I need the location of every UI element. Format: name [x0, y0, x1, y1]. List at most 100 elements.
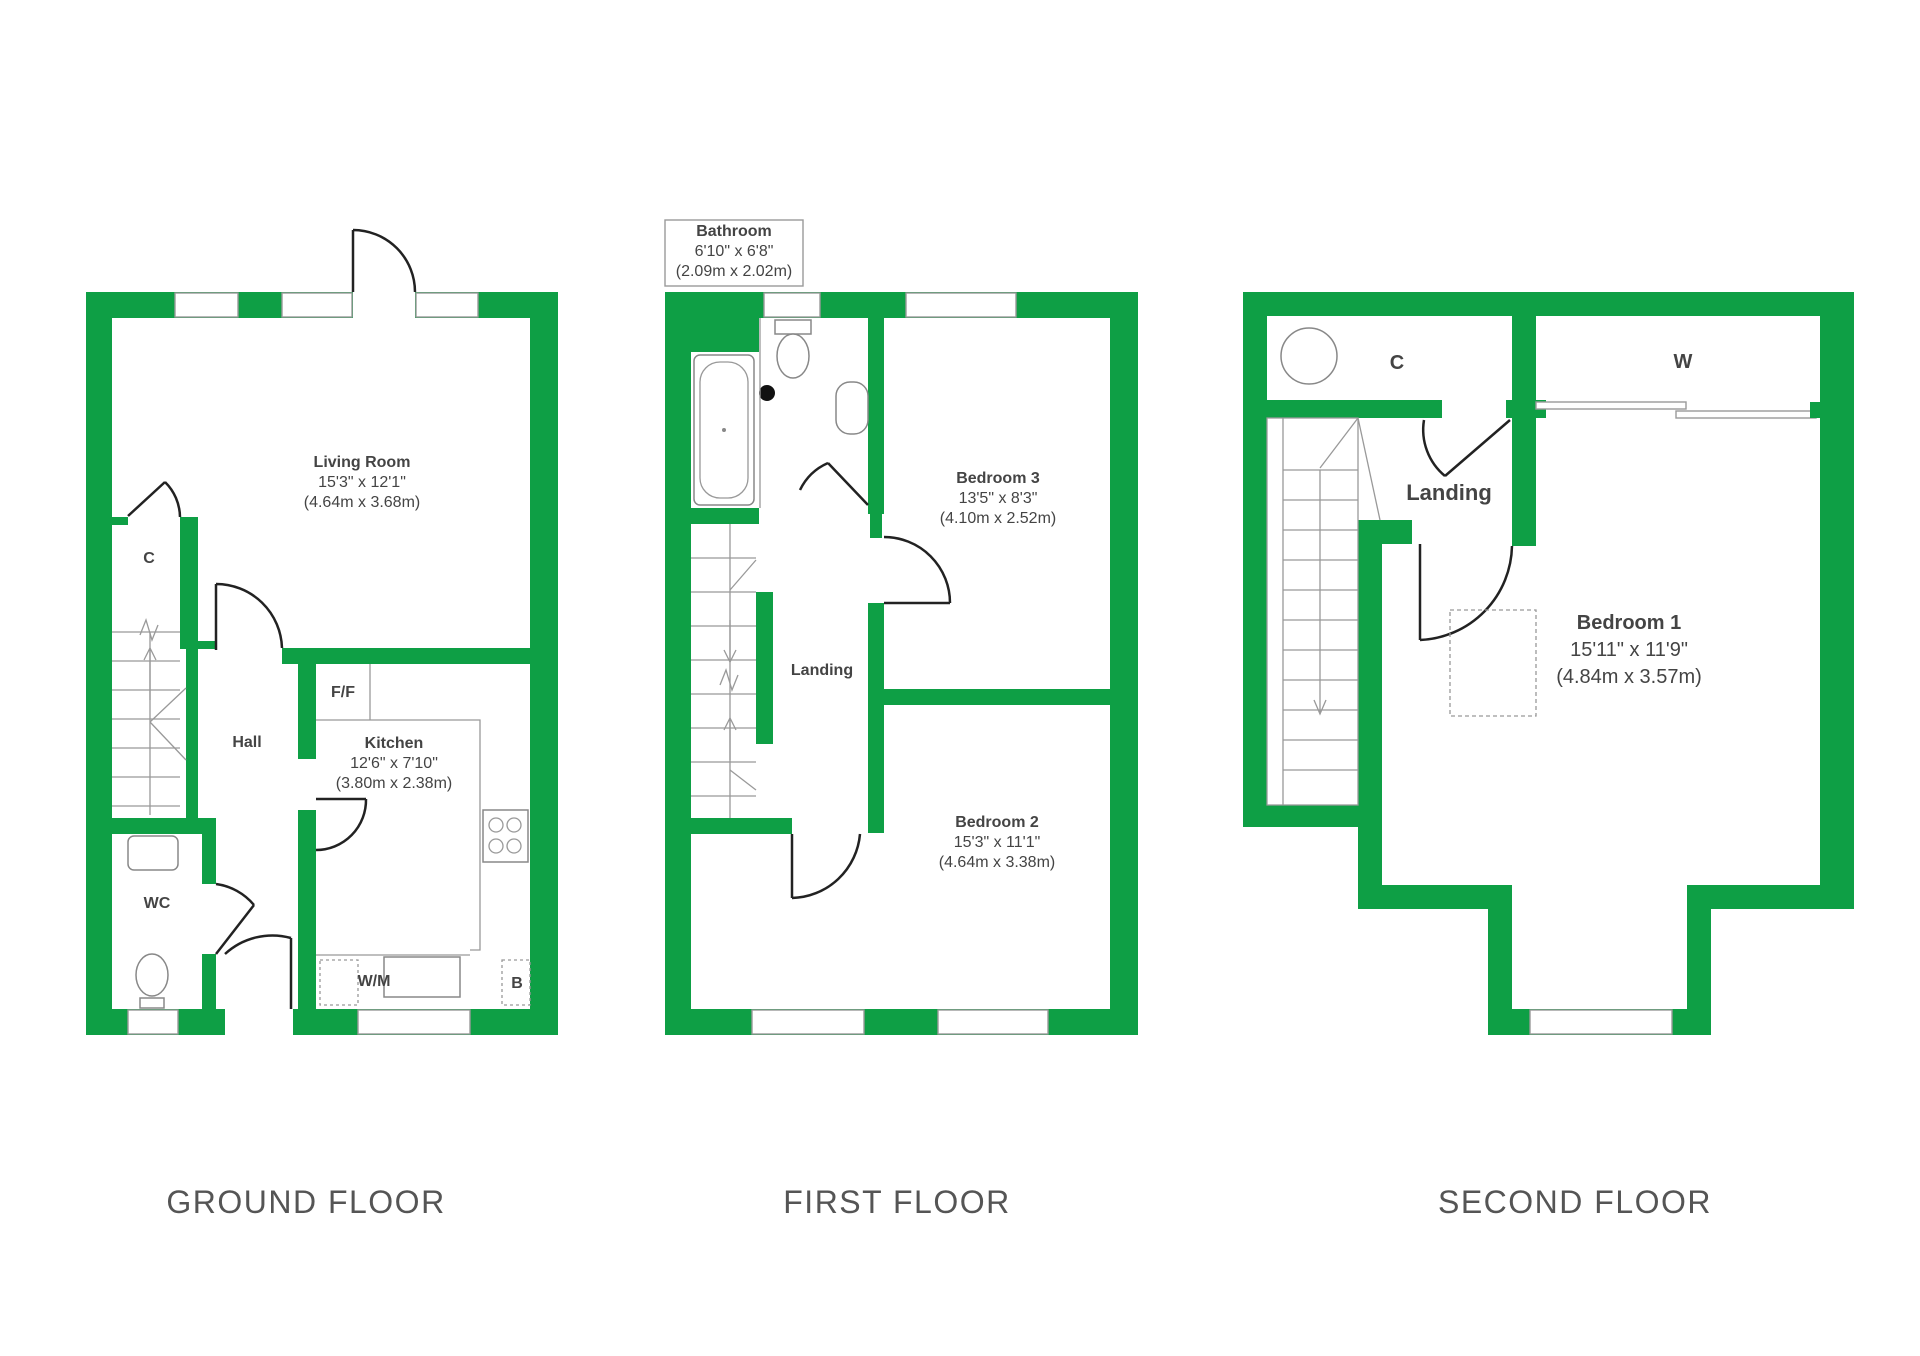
wall: [1358, 549, 1382, 909]
floor-label: GROUND FLOOR: [166, 1184, 445, 1220]
wall: [112, 818, 216, 834]
room-name: Living Room: [314, 454, 411, 471]
staircase: [1266, 417, 1381, 806]
wall: [870, 318, 882, 538]
wall: [298, 664, 316, 759]
door-swing: [1422, 419, 1511, 477]
wall: [691, 818, 792, 834]
room-name: Landing: [1406, 480, 1492, 505]
room-name: Bathroom: [696, 223, 772, 240]
room-size-imperial: 6'10" x 6'8": [695, 243, 774, 260]
hot-water-cylinder: [1280, 327, 1338, 385]
window: [281, 292, 353, 318]
door-swing: [351, 228, 417, 293]
wall: [1358, 520, 1382, 550]
wall: [756, 592, 773, 744]
wall: [868, 603, 884, 833]
wall: [665, 292, 1138, 318]
room-size-imperial: 12'6" x 7'10": [350, 755, 438, 772]
door-swing: [127, 481, 182, 518]
wall: [86, 292, 112, 1035]
room-name: C: [143, 550, 155, 567]
door-swing: [790, 833, 862, 900]
wall: [186, 649, 198, 819]
wall: [665, 1009, 1138, 1035]
window: [751, 1009, 865, 1035]
window: [1529, 1009, 1673, 1035]
fixture-label: F/F: [331, 684, 355, 701]
wall: [1243, 805, 1359, 827]
room-name: Landing: [791, 662, 853, 679]
room-size-metric: (4.64m x 3.38m): [939, 854, 1055, 871]
door-swing: [224, 934, 293, 1009]
wall: [1110, 292, 1138, 1035]
wall: [1820, 292, 1854, 909]
room-size-metric: (4.10m x 2.52m): [940, 510, 1056, 527]
floor-label: SECOND FLOOR: [1438, 1184, 1712, 1220]
soil-pipe: [759, 385, 775, 401]
room-size-metric: (3.80m x 2.38m): [336, 775, 452, 792]
room-size-metric: (2.09m x 2.02m): [676, 263, 792, 280]
room-name: WC: [144, 895, 171, 912]
first-floor-plan: Bathroom 6'10" x 6'8" (2.09m x 2.02m) Be…: [664, 219, 1138, 1035]
wall: [1358, 885, 1512, 909]
room-name: Bedroom 3: [956, 470, 1040, 487]
sliding-door: [1535, 401, 1687, 410]
window: [937, 1009, 1049, 1035]
staircase: [691, 524, 757, 818]
room-name: Bedroom 2: [955, 814, 1039, 831]
window: [415, 292, 479, 318]
wall: [180, 517, 198, 649]
window: [763, 292, 821, 318]
wall: [1243, 292, 1267, 827]
wall: [282, 648, 558, 664]
window: [357, 1009, 471, 1035]
fixture-label: W/M: [358, 973, 391, 990]
wash-basin: [835, 381, 869, 435]
skylight: [1449, 609, 1537, 717]
sliding-door: [1675, 410, 1817, 419]
fixture-label: B: [511, 975, 523, 992]
ground-floor-plan: Living Room 15'3" x 12'1" (4.64m x 3.68m…: [86, 228, 558, 1036]
wall: [884, 689, 1110, 705]
toilet: [774, 319, 812, 335]
window: [127, 1009, 179, 1035]
room-size-imperial: 15'11" x 11'9": [1570, 639, 1688, 661]
wall: [1687, 885, 1711, 1035]
wall: [691, 318, 759, 352]
room-name: Bedroom 1: [1577, 612, 1681, 634]
wall: [202, 954, 216, 1009]
room-name: Kitchen: [365, 735, 424, 752]
wall: [1243, 292, 1854, 316]
wall: [665, 292, 691, 1035]
door-swing: [1418, 544, 1514, 642]
room-name: Hall: [232, 734, 261, 751]
door-swing: [883, 535, 952, 605]
wall: [298, 810, 316, 1009]
staircase: [112, 618, 187, 815]
room-size-metric: (4.84m x 3.57m): [1556, 666, 1702, 688]
wall: [1267, 400, 1442, 418]
wall: [202, 834, 216, 884]
door-swing: [315, 797, 368, 852]
door-swing: [798, 461, 869, 506]
wall: [198, 641, 216, 649]
room-name: C: [1390, 352, 1404, 374]
room-size-imperial: 15'3" x 12'1": [318, 474, 406, 491]
wall: [1382, 520, 1412, 544]
kitchen-sink: [383, 956, 461, 998]
room-label-box: [664, 219, 804, 287]
door-swing: [214, 582, 284, 650]
second-floor-plan: C W Landing Bedroom 1 15'11" x 11'9" (4.…: [1243, 292, 1854, 1035]
hob: [482, 809, 529, 863]
window: [905, 292, 1017, 318]
wash-basin: [127, 835, 179, 871]
floor-label: FIRST FLOOR: [783, 1184, 1010, 1220]
worktop: [316, 719, 481, 951]
room-name: W: [1674, 351, 1693, 373]
wall: [691, 508, 759, 524]
window: [174, 292, 239, 318]
room-size-metric: (4.64m x 3.68m): [304, 494, 420, 511]
door-swing: [215, 882, 255, 955]
